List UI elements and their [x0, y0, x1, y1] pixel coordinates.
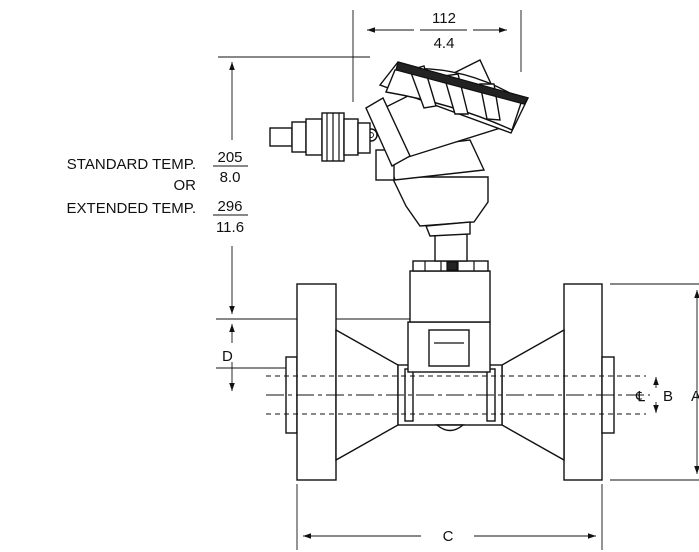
- cable-gland: [269, 112, 371, 162]
- sensor-stem: [407, 233, 491, 373]
- width-in-value: 4.4: [434, 35, 455, 52]
- or-label: OR: [174, 177, 197, 194]
- label-d: D: [222, 348, 233, 365]
- height-standard-mm: 205: [217, 149, 242, 166]
- label-a: A: [691, 388, 699, 405]
- a-dimension: A: [610, 283, 699, 481]
- width-dimension: 112 4.4: [352, 10, 522, 102]
- label-b: B: [663, 388, 673, 405]
- housing-cover: [378, 61, 529, 134]
- b-dimension: B ℄: [635, 377, 673, 413]
- centerline-symbol: ℄: [635, 389, 645, 405]
- bore-hidden-lines: [266, 375, 646, 415]
- label-c: C: [443, 528, 454, 545]
- width-mm-value: 112: [432, 10, 456, 27]
- height-standard-in: 8.0: [220, 169, 241, 186]
- c-dimension: C: [296, 484, 603, 550]
- height-extended-in: 11.6: [216, 219, 244, 236]
- extended-temp-label: EXTENDED TEMP.: [67, 200, 196, 217]
- height-dimension: STANDARD TEMP. OR EXTENDED TEMP. 205 8.0…: [67, 56, 420, 320]
- standard-temp-label: STANDARD TEMP.: [67, 156, 196, 173]
- right-flange: [563, 283, 615, 481]
- left-flange: [285, 283, 337, 481]
- height-extended-mm: 296: [217, 198, 242, 215]
